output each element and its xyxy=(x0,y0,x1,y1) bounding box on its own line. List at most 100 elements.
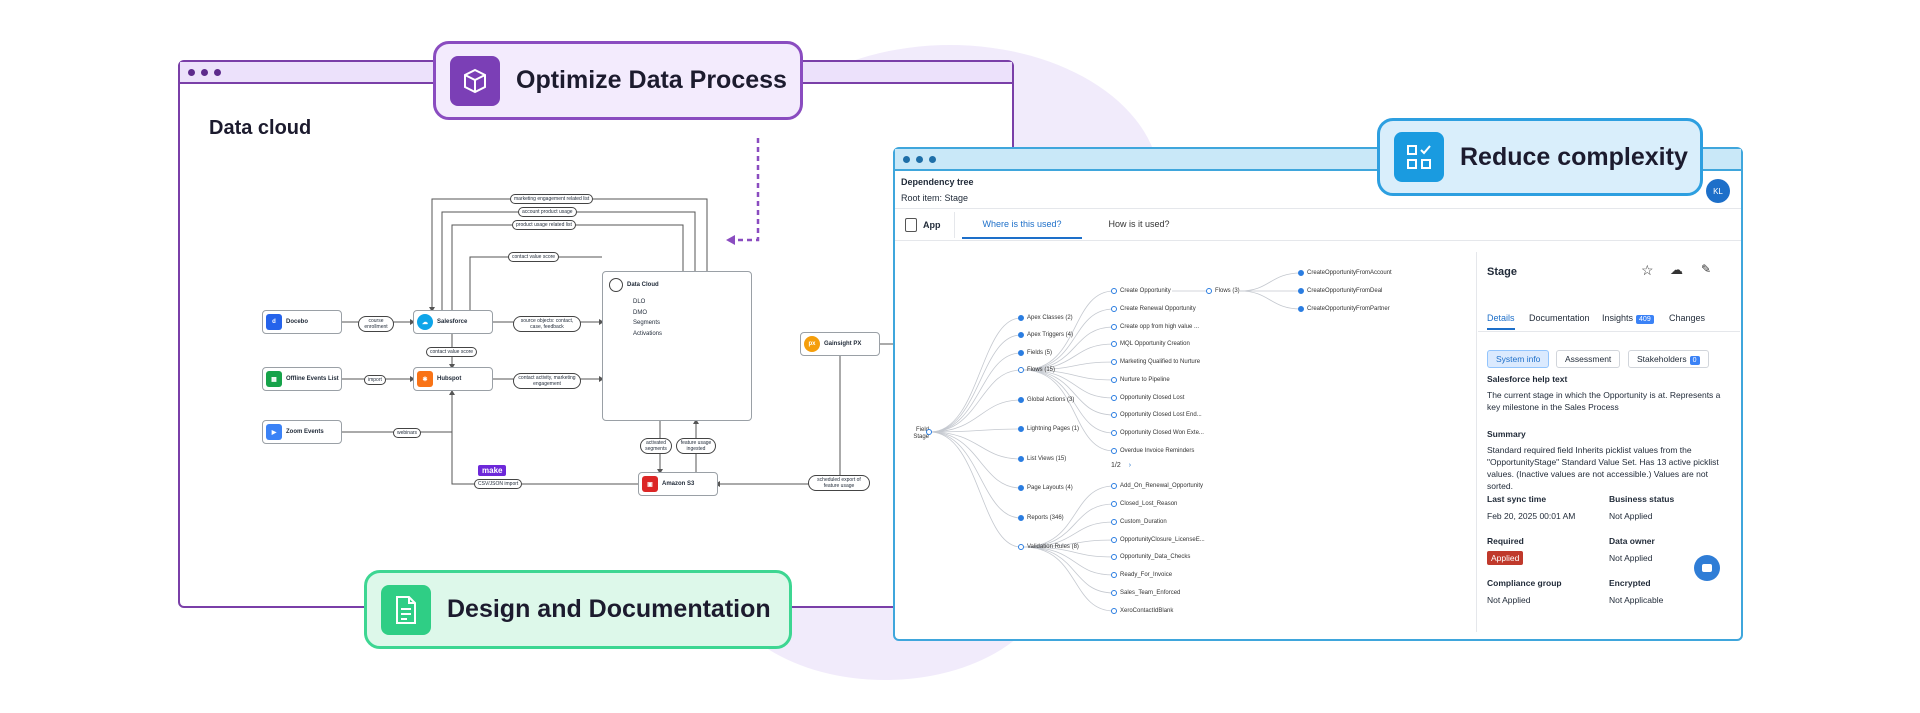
sheet-icon: ▦ xyxy=(266,371,282,387)
window-dot xyxy=(214,68,221,76)
encrypted-value: Not Applicable xyxy=(1609,595,1664,605)
tree-flow[interactable]: Create Opportunity xyxy=(1111,288,1171,294)
document-icon xyxy=(381,584,431,635)
edge-label: product usage related list xyxy=(512,220,576,230)
list-item: DMO xyxy=(633,309,647,316)
offline-events-node: ▦Offline Events List xyxy=(262,367,342,391)
tree-category[interactable]: Page Layouts (4) xyxy=(1018,485,1073,491)
divider xyxy=(1478,331,1740,332)
window-dot xyxy=(903,155,910,163)
tree-flow[interactable]: Marketing Qualified to Nurture xyxy=(1111,359,1200,365)
star-icon[interactable]: ☆ xyxy=(1641,262,1654,278)
tree-rule[interactable]: Sales_Team_Enforced xyxy=(1111,590,1180,596)
edge-label: CSV/JSON import xyxy=(474,479,523,489)
tree-rule[interactable]: XeroContactIdBlank xyxy=(1111,608,1173,614)
data-owner-label: Data owner xyxy=(1609,536,1655,546)
root-node[interactable]: Field Stage xyxy=(913,427,929,440)
zoom-icon: ▶ xyxy=(266,424,282,440)
insights-badge: 409 xyxy=(1636,315,1654,324)
tree-flow[interactable]: Opportunity Closed Lost xyxy=(1111,395,1184,401)
edge-label: feature usage ingested xyxy=(676,438,716,454)
checklist-icon xyxy=(1394,132,1444,182)
tree-rule[interactable]: Closed_Lost_Reason xyxy=(1111,501,1177,507)
salesforce-node: ☁Salesforce xyxy=(413,310,493,334)
last-sync-label: Last sync time xyxy=(1487,494,1547,504)
list-item: Segments xyxy=(633,320,661,326)
edge-label: webinars xyxy=(393,428,422,438)
tab-how-used[interactable]: How is it used? xyxy=(1108,219,1170,229)
window-dot xyxy=(201,68,208,76)
tree-flow-child[interactable]: CreateOpportunityFromDeal xyxy=(1298,288,1382,294)
root-node-marker xyxy=(926,429,932,435)
cloud-icon[interactable]: ☁ xyxy=(1670,262,1683,277)
tree-flow[interactable]: Create opp from high value ... xyxy=(1111,324,1199,330)
tab-documentation[interactable]: Documentation xyxy=(1529,313,1590,323)
tree-rule[interactable]: Custom_Duration xyxy=(1111,519,1167,525)
tree-category[interactable]: Apex Triggers (4) xyxy=(1018,332,1073,338)
divider xyxy=(954,212,955,238)
help-label: Salesforce help text xyxy=(1487,374,1568,384)
tree-flow[interactable]: Opportunity Closed Won Exte... xyxy=(1111,430,1204,436)
data-owner-value: Not Applied xyxy=(1609,553,1653,563)
encrypted-label: Encrypted xyxy=(1609,578,1651,588)
tree-category[interactable]: Global Actions (3) xyxy=(1018,397,1074,403)
compliance-label: Compliance group xyxy=(1487,578,1562,588)
tree-flow[interactable]: Opportunity Closed Lost End... xyxy=(1111,412,1202,418)
reduce-label: Reduce complexity xyxy=(1460,142,1688,171)
tab-changes[interactable]: Changes xyxy=(1669,313,1706,323)
tree-flow[interactable]: Create Renewal Opportunity xyxy=(1111,306,1196,312)
root-item: Root item: Stage xyxy=(901,193,969,203)
edge-label: marketing engagement related list xyxy=(510,194,594,204)
tree-category[interactable]: Flows (15) xyxy=(1018,367,1055,373)
window-dot xyxy=(916,155,923,163)
edge-label: account product usage xyxy=(518,207,577,217)
optimize-pill: Optimize Data Process xyxy=(433,41,803,120)
app-selector[interactable]: App xyxy=(905,218,941,232)
subtab-assessment[interactable]: Assessment xyxy=(1556,350,1621,368)
tree-flow[interactable]: Overdue Invoice Reminders xyxy=(1111,448,1194,454)
subtab-system-info[interactable]: System info xyxy=(1487,350,1550,368)
pager[interactable]: 1/2› xyxy=(1111,462,1132,469)
tree-rule[interactable]: OpportunityClosure_LicenseE... xyxy=(1111,537,1205,543)
dependency-tree-title: Dependency tree xyxy=(901,177,974,187)
stakeholders-badge: 0 xyxy=(1689,356,1700,365)
tree-rule[interactable]: Add_On_Renewal_Opportunity xyxy=(1111,483,1203,489)
list-item: Activations xyxy=(633,330,663,337)
avatar[interactable]: KL xyxy=(1706,179,1730,203)
tab-where-used[interactable]: Where is this used? xyxy=(962,215,1082,239)
edge-label: contact activity, marketing engagement xyxy=(513,373,581,389)
tree-category[interactable]: Fields (5) xyxy=(1018,350,1052,356)
compliance-value: Not Applied xyxy=(1487,595,1531,605)
tree-flow-child[interactable]: CreateOpportunityFromAccount xyxy=(1298,270,1392,276)
tree-flow[interactable]: Nurture to Pipeline xyxy=(1111,377,1170,383)
tree-flow[interactable]: MQL Opportunity Creation xyxy=(1111,341,1190,347)
business-status-value: Not Applied xyxy=(1609,511,1653,521)
tree-flow-child[interactable]: CreateOpportunityFromPartner xyxy=(1298,306,1390,312)
divider xyxy=(895,208,1741,209)
hubspot-icon: ✱ xyxy=(417,371,433,387)
tree-category[interactable]: List Views (15) xyxy=(1018,456,1066,462)
chevron-right-icon[interactable]: › xyxy=(1128,462,1132,469)
tree-flows-node[interactable]: Flows (3) xyxy=(1206,288,1240,294)
window-dot xyxy=(929,155,936,163)
design-pill: Design and Documentation xyxy=(364,570,792,649)
tree-category[interactable]: Validation Rules (8) xyxy=(1018,544,1079,550)
tree-rule[interactable]: Opportunity_Data_Checks xyxy=(1111,554,1190,560)
tree-category[interactable]: Reports (346) xyxy=(1018,515,1064,521)
gainsight-icon: px xyxy=(804,336,820,352)
tree-rule[interactable]: Ready_For_Invoice xyxy=(1111,572,1172,578)
chat-icon[interactable] xyxy=(1694,555,1720,581)
tree-category[interactable]: Apex Classes (2) xyxy=(1018,315,1073,321)
edge-label: course enrollment xyxy=(358,316,394,332)
pencil-icon[interactable]: ✎ xyxy=(1701,262,1712,276)
salesforce-icon: ☁ xyxy=(417,314,433,330)
required-badge: Applied xyxy=(1487,551,1524,565)
data-cloud-box: Data Cloud DLO DMO Segments Activations xyxy=(602,271,752,421)
tree-category[interactable]: Lightning Pages (1) xyxy=(1018,426,1079,432)
tab-details[interactable]: Details xyxy=(1487,313,1515,330)
edge-label: activated segments xyxy=(640,438,672,454)
